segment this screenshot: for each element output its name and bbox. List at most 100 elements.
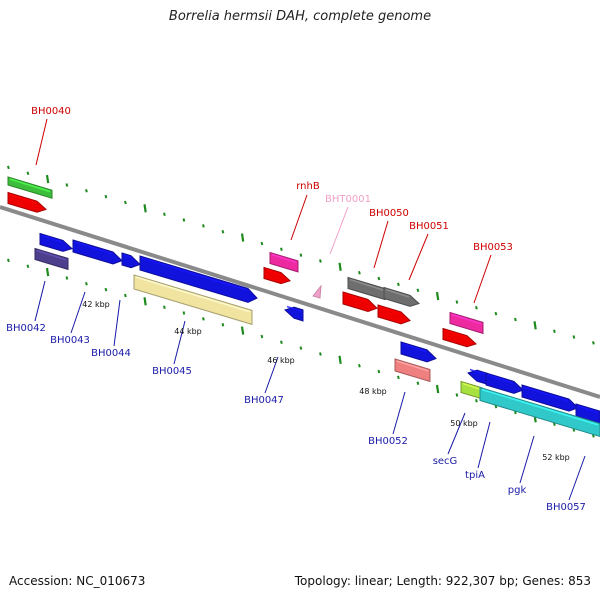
tick-mark: [202, 317, 205, 321]
gene-bh0045-yellow: [133, 274, 253, 326]
gene-bh0051-gray-highlight: [385, 288, 410, 298]
gene-label-bh0053: BH0053: [473, 242, 513, 253]
tick-mark: [65, 276, 69, 280]
leader-line-bh0050: [373, 220, 389, 269]
gene-tpia-cyan: [479, 386, 600, 438]
label-leader-lines: [34, 118, 586, 501]
scale-label: 52 kbp: [542, 453, 570, 462]
gene-label-bh0042: BH0042: [6, 323, 46, 334]
tick-mark: [45, 174, 50, 184]
gene-rnhb-magenta: [269, 251, 299, 273]
gene-bh0057-blue: [575, 403, 600, 424]
gene-bh0043-blue-highlight: [74, 241, 113, 255]
gene-bh0050-gray: [347, 276, 386, 301]
gene-bh0053-red-highlight: [444, 329, 467, 339]
gene-bh0044-blue-highlight: [123, 254, 131, 259]
tick-mark: [221, 322, 225, 327]
gene-bh0042-blue-highlight: [41, 234, 63, 243]
gene-bh0050-gray-highlight: [349, 278, 384, 291]
gene-label-bh0045: BH0045: [152, 366, 192, 377]
tick-mark: [202, 224, 205, 228]
gene-rnhb-magenta-highlight: [271, 253, 297, 264]
gene-label-bh0057: BH0057: [546, 502, 586, 513]
gene-bht0001-pink: [312, 284, 322, 299]
genome-summary-text: Topology: linear; Length: 922,307 bp; Ge…: [294, 574, 591, 588]
tick-mark: [280, 247, 283, 252]
tick-mark: [319, 352, 322, 356]
tick-mark: [240, 233, 245, 242]
map-title: Borrelia hermsii DAH, complete genome: [168, 9, 432, 24]
tick-mark: [280, 340, 283, 345]
gene-label-pgk: pgk: [508, 485, 527, 496]
gene-label-rnhb: rnhB: [296, 181, 320, 192]
gene-label-bh0051: BH0051: [409, 221, 449, 232]
tick-mark: [26, 264, 30, 269]
tick-mark: [7, 258, 10, 263]
tick-mark: [592, 341, 595, 345]
scale-label: 44 kbp: [174, 327, 202, 336]
leader-line-bh0042: [34, 280, 46, 322]
tick-mark: [397, 282, 400, 287]
tick-mark: [221, 229, 225, 234]
gene-label-bh0040: BH0040: [31, 106, 71, 117]
gene-bh0040-green-highlight: [9, 178, 51, 193]
genome-backbone: [0, 205, 600, 399]
tick-mark: [435, 384, 440, 394]
tick-mark: [553, 329, 556, 333]
tick-mark: [182, 311, 186, 315]
tick-mark: [319, 259, 322, 263]
gene-bh0045-yellow-highlight: [135, 276, 251, 313]
tick-mark: [377, 369, 381, 374]
gene-bh0052-salmon: [394, 358, 431, 383]
accession-text: Accession: NC_010673: [9, 574, 146, 588]
gene-tpia-cyan-highlight: [481, 388, 599, 426]
tick-mark: [65, 183, 69, 187]
tick-mark: [45, 267, 50, 277]
gene-bh0052-salmon-highlight: [396, 360, 429, 372]
gene-bh0045-blue-highlight: [141, 257, 248, 291]
tick-mark: [572, 335, 576, 339]
tick-mark: [124, 293, 127, 298]
gene-bh0042-purple-highlight: [36, 249, 67, 261]
gene-bh0050-red-highlight: [344, 293, 368, 302]
scale-label: 50 kbp: [450, 419, 478, 428]
gene-label-bh0050: BH0050: [369, 208, 409, 219]
tick-mark: [475, 306, 478, 310]
tick-mark: [494, 311, 498, 316]
gene-label-tpia: tpiA: [465, 470, 485, 481]
tick-mark: [455, 300, 459, 304]
tick-mark: [377, 276, 381, 281]
tick-mark: [7, 165, 10, 170]
gene-bh0053-magenta-highlight: [451, 313, 482, 325]
scale-label: 46 kbp: [267, 356, 295, 365]
gene-label-bh0044: BH0044: [91, 348, 131, 359]
tick-mark: [299, 253, 303, 257]
leader-line-rnhb: [290, 194, 308, 241]
tick-mark: [104, 194, 108, 199]
tick-mark: [143, 204, 147, 213]
backbone-line: [0, 205, 600, 399]
tick-mark: [240, 326, 245, 335]
tick-mark: [475, 399, 478, 403]
leader-line-bh0044: [113, 299, 121, 347]
leader-line-bht0001: [329, 206, 349, 255]
leader-line-bh0051: [408, 233, 429, 281]
gene-bh0047-blue-highlight: [286, 305, 302, 313]
gene-bh0042-purple: [34, 247, 69, 271]
tick-mark: [299, 346, 303, 350]
tick-mark: [416, 381, 420, 386]
gene-bh0040-red-highlight: [9, 193, 37, 204]
gene-label-bh0047: BH0047: [244, 395, 284, 406]
scale-label: 42 kbp: [82, 300, 110, 309]
tick-mark: [163, 305, 166, 309]
leader-line-bh0053: [473, 254, 492, 304]
tick-mark: [514, 317, 517, 322]
tick-mark: [124, 200, 127, 205]
leader-line-bh0043: [70, 291, 86, 334]
tick-mark: [85, 282, 88, 286]
tick-mark: [358, 270, 361, 275]
gene-rnhb-red-highlight: [265, 268, 281, 276]
